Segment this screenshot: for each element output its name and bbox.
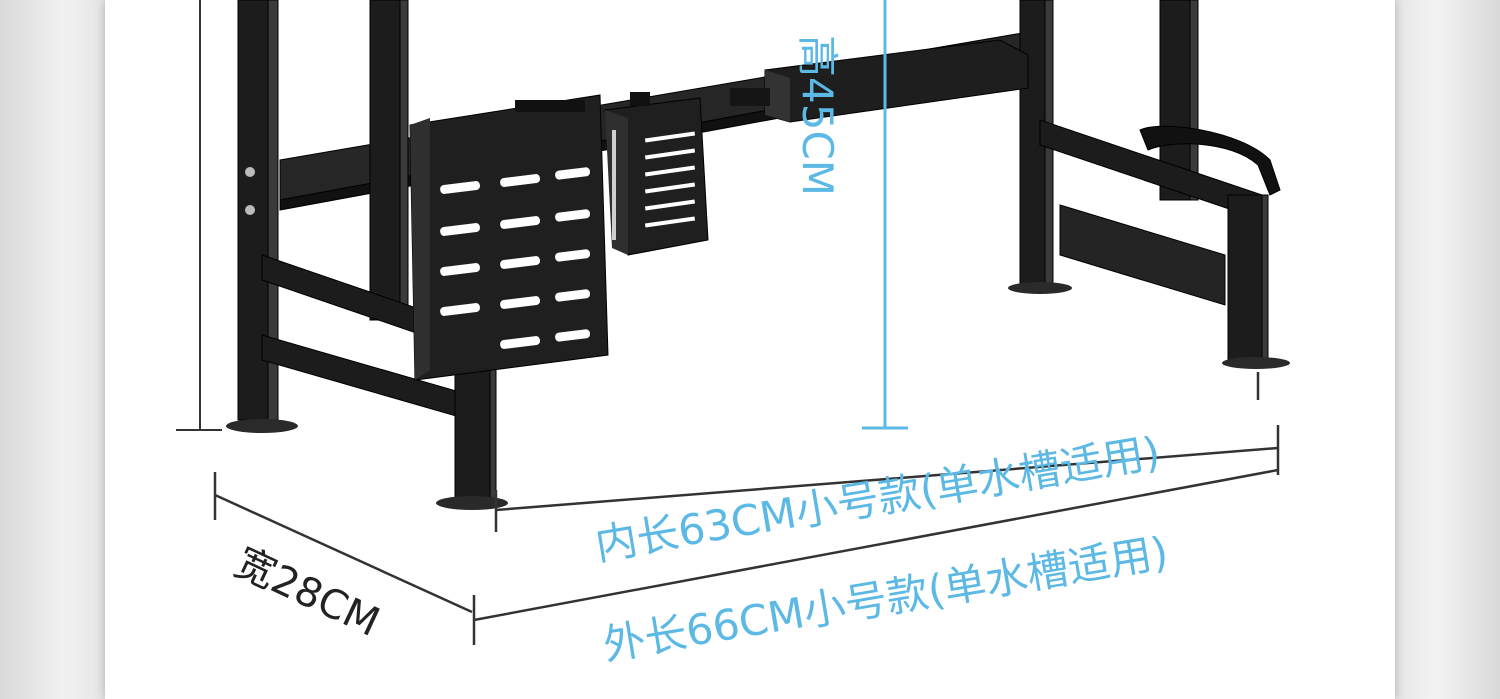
rack-feet (226, 282, 1290, 510)
storage-tray-icon (730, 39, 1029, 123)
width-label: 宽28CM (228, 539, 386, 645)
utensil-holder-icon (604, 92, 709, 256)
height-label: 高45CM (793, 35, 842, 196)
inner-length-line (494, 372, 1280, 532)
background-left (0, 0, 105, 699)
rack-frame (237, 0, 1281, 501)
height-dimension-line (862, 0, 908, 430)
outer-length-line (472, 468, 1279, 645)
width-dimension-line (213, 472, 473, 614)
screw-icon (245, 205, 255, 215)
screw-icon (245, 167, 255, 177)
height-guide-left (176, 0, 222, 431)
background-right (1395, 0, 1500, 699)
knife-holder-icon (409, 94, 609, 381)
